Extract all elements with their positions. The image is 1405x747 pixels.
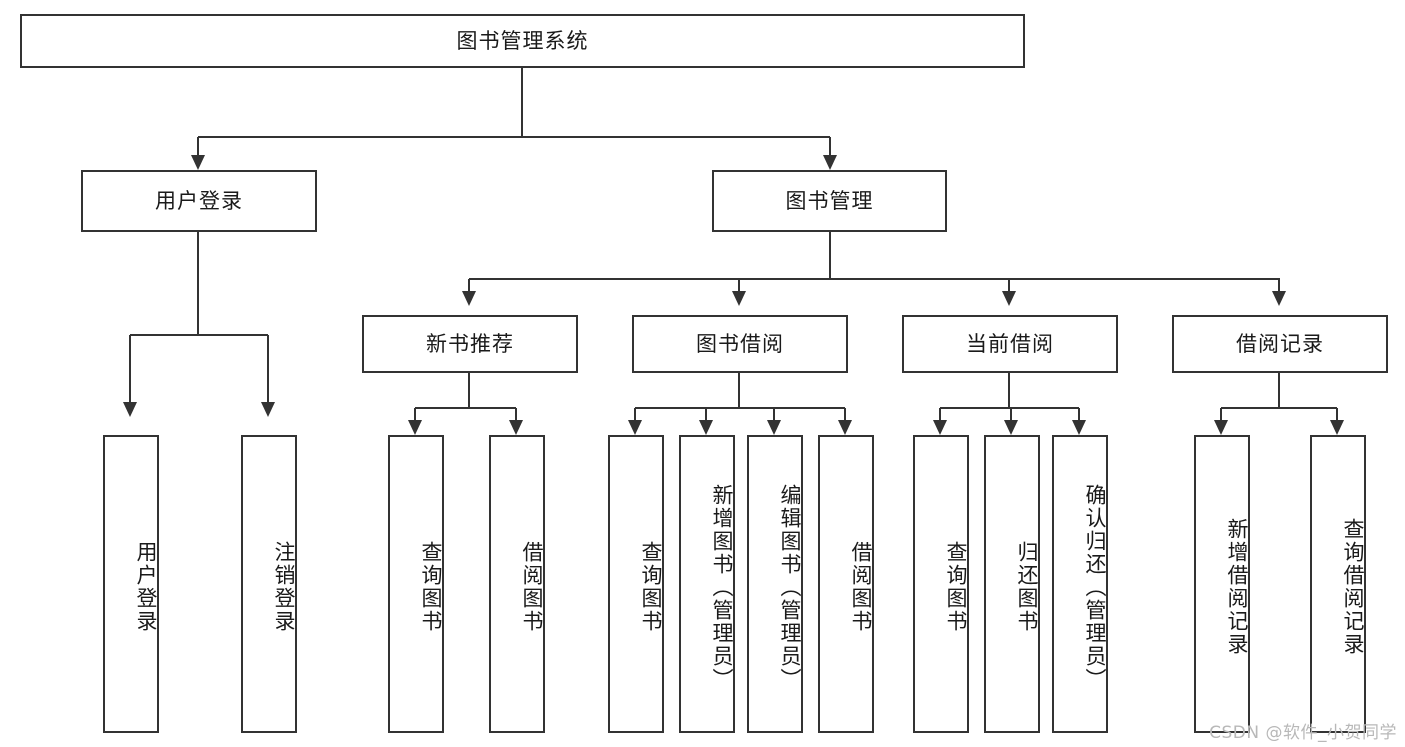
node-book-management: 图书管理 (712, 170, 947, 232)
connector-group-stem-0 (468, 373, 470, 408)
arrowhead-leaf-6 (933, 420, 947, 435)
arrowhead-leaf-2 (628, 420, 642, 435)
node-label: 图书管理 (785, 188, 874, 213)
connector-book-mgmt-stem (829, 232, 831, 280)
connector-user-login-bus (130, 334, 268, 336)
connector-group-bus-2 (940, 407, 1079, 409)
node-leaf-add-borrow-record: 新增借阅记录 (1194, 435, 1250, 733)
node-label: 借阅记录 (1236, 331, 1324, 356)
connector-leaf-drop-4 (773, 408, 775, 420)
arrowhead-leaf-5 (838, 420, 852, 435)
connector-book-mgmt-drop-0 (468, 279, 470, 291)
connector-group-bus-1 (635, 407, 845, 409)
arrowhead-leaf-10 (1330, 420, 1344, 435)
connector-leaf-drop-10 (1336, 408, 1338, 420)
connector-book-mgmt-drop-3 (1278, 279, 1280, 291)
node-leaf-edit-book-admin: 编辑图书（管理员） (747, 435, 803, 733)
arrowhead-leaf-1 (509, 420, 523, 435)
arrowhead-leaf-7 (1004, 420, 1018, 435)
connector-book-mgmt-bus (469, 278, 1280, 280)
connector-root-drop-0 (197, 137, 199, 155)
node-leaf-query-borrow-record: 查询借阅记录 (1310, 435, 1366, 733)
node-label: 查询借阅记录 (1341, 518, 1365, 656)
node-new-book-recommend: 新书推荐 (362, 315, 578, 373)
node-label: 新增借阅记录 (1225, 518, 1249, 656)
connector-root-drop-1 (829, 137, 831, 155)
node-borrow-record: 借阅记录 (1172, 315, 1388, 373)
arrowhead-root-1 (823, 155, 837, 170)
connector-leaf-drop-9 (1220, 408, 1222, 420)
arrowhead-book-mgmt-2 (1002, 291, 1016, 306)
connector-leaf-drop-5 (844, 408, 846, 420)
connector-leaf-drop-1 (515, 408, 517, 420)
node-leaf-borrow-book: 借阅图书 (818, 435, 874, 733)
node-leaf-confirm-return-admin: 确认归还（管理员） (1052, 435, 1108, 733)
connector-user-login-stem (197, 232, 199, 335)
connector-user-login-drop-0 (129, 335, 131, 402)
connector-group-stem-2 (1008, 373, 1010, 408)
connector-group-bus-3 (1221, 407, 1337, 409)
arrowhead-book-mgmt-1 (732, 291, 746, 306)
arrowhead-user-login-0 (123, 402, 137, 417)
node-leaf-user-login: 用户登录 (103, 435, 159, 733)
node-label: 新增图书（管理员） (710, 483, 734, 691)
node-leaf-query-book-borrow: 查询图书 (608, 435, 664, 733)
node-label: 注销登录 (272, 541, 296, 633)
connector-leaf-drop-7 (1010, 408, 1012, 420)
connector-group-stem-1 (738, 373, 740, 408)
node-leaf-query-book-current: 查询图书 (913, 435, 969, 733)
node-leaf-user-logout: 注销登录 (241, 435, 297, 733)
node-label: 图书管理系统 (456, 28, 589, 53)
node-label: 归还图书 (1015, 541, 1039, 633)
connector-leaf-drop-6 (939, 408, 941, 420)
connector-leaf-drop-8 (1078, 408, 1080, 420)
arrowhead-book-mgmt-0 (462, 291, 476, 306)
arrowhead-book-mgmt-3 (1272, 291, 1286, 306)
connector-root-bus (198, 136, 830, 138)
arrowhead-leaf-8 (1072, 420, 1086, 435)
connector-user-login-drop-1 (267, 335, 269, 402)
node-leaf-query-book-recommend: 查询图书 (388, 435, 444, 733)
arrowhead-user-login-1 (261, 402, 275, 417)
connector-group-stem-3 (1278, 373, 1280, 408)
arrowhead-leaf-3 (699, 420, 713, 435)
node-book-borrow: 图书借阅 (632, 315, 848, 373)
node-label: 借阅图书 (520, 541, 544, 633)
connector-root-stem (521, 68, 523, 138)
node-label: 借阅图书 (849, 541, 873, 633)
node-label: 编辑图书（管理员） (778, 483, 802, 691)
connector-leaf-drop-2 (634, 408, 636, 420)
arrowhead-leaf-4 (767, 420, 781, 435)
node-label: 用户登录 (155, 188, 243, 213)
node-leaf-return-book: 归还图书 (984, 435, 1040, 733)
node-label: 查询图书 (639, 541, 663, 633)
connector-leaf-drop-3 (705, 408, 707, 420)
arrowhead-root-0 (191, 155, 205, 170)
arrowhead-leaf-9 (1214, 420, 1228, 435)
node-user-login: 用户登录 (81, 170, 317, 232)
arrowhead-leaf-0 (408, 420, 422, 435)
node-label: 用户登录 (134, 541, 158, 633)
node-leaf-add-book-admin: 新增图书（管理员） (679, 435, 735, 733)
node-label: 新书推荐 (426, 331, 514, 356)
node-leaf-borrow-book-recommend: 借阅图书 (489, 435, 545, 733)
connector-book-mgmt-drop-2 (1008, 279, 1010, 291)
node-label: 图书借阅 (696, 331, 784, 356)
node-label: 查询图书 (944, 541, 968, 633)
node-label: 查询图书 (419, 541, 443, 633)
connector-book-mgmt-drop-1 (738, 279, 740, 291)
node-current-borrow: 当前借阅 (902, 315, 1118, 373)
node-label: 确认归还（管理员） (1083, 483, 1107, 691)
connector-leaf-drop-0 (414, 408, 416, 420)
connector-group-bus-0 (415, 407, 516, 409)
node-root: 图书管理系统 (20, 14, 1025, 68)
node-label: 当前借阅 (966, 331, 1054, 356)
